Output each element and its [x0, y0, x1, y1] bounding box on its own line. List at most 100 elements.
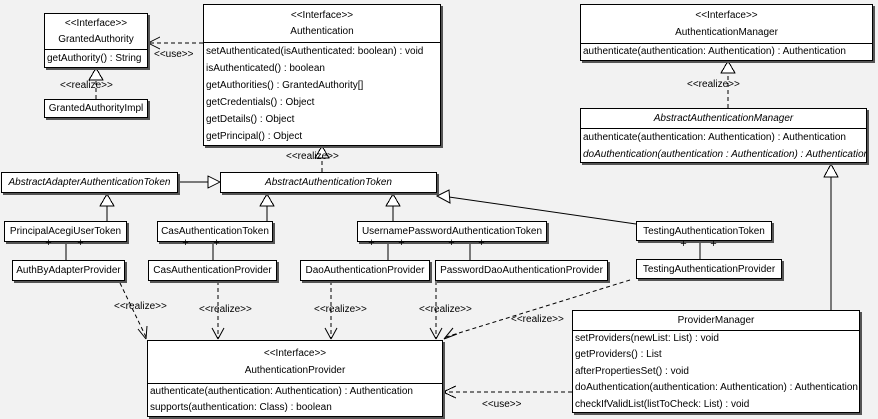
method-list: getAuthority() : String [45, 50, 147, 67]
edge-generalization-provider-manager [823, 162, 839, 310]
realize-label: <<realize>> [511, 314, 564, 325]
edge-generalization-usernamepassword-token [385, 193, 401, 221]
class-name: PasswordDaoAuthenticationProvider [440, 265, 603, 276]
method: authenticate(authentication: Authenticat… [583, 132, 846, 143]
class-granted-authority-impl: GrantedAuthorityImpl [44, 99, 148, 118]
method: getPrincipal() : Object [206, 131, 303, 142]
method: doAuthentication(authentication : Authen… [583, 149, 866, 160]
class-name: AuthenticationProvider [244, 365, 346, 377]
class-name: AbstractAdapterAuthenticationToken [8, 177, 171, 188]
stereotype-label: <<Interface>> [695, 10, 758, 22]
method: getDetails() : Object [206, 114, 295, 125]
class-name: CasAuthenticationProvider [153, 265, 272, 276]
multiplicity-label: + [680, 238, 687, 250]
method-list: authenticate(authentication: Authenticat… [581, 44, 872, 60]
realize-label: <<realize>> [60, 80, 113, 91]
class-abstract-authentication-manager: AbstractAuthenticationManager authentica… [580, 108, 867, 163]
edge-generalization-cas-token [259, 193, 275, 221]
class-authentication-manager: <<Interface>> AuthenticationManager auth… [580, 4, 873, 61]
realize-label: <<realize>> [687, 79, 740, 90]
edge-generalization-testing-token [435, 189, 637, 225]
realize-label: <<realize>> [314, 304, 367, 315]
stereotype-label: <<Interface>> [263, 347, 327, 359]
class-name: DaoAuthenticationProvider [305, 265, 425, 276]
edge-realize-authbyadapter-provider [119, 282, 148, 340]
class-name: AuthByAdapterProvider [16, 265, 121, 276]
class-header: <<Interface>> Authentication [204, 5, 440, 43]
multiplicity-label: + [448, 237, 455, 249]
use-label: <<use>> [154, 49, 194, 60]
stereotype-label: <<Interface>> [64, 18, 128, 30]
method: doAuthentication(authentication: Authent… [575, 382, 858, 394]
class-name: TestingAuthenticationProvider [642, 263, 776, 275]
edge-use-authentication-grantedauthority [146, 36, 203, 50]
method: authenticate(authentication: Authenticat… [583, 46, 846, 57]
class-password-dao-authentication-provider: PasswordDaoAuthenticationProvider [435, 260, 608, 281]
multiplicity-label: + [398, 237, 405, 249]
multiplicity-label: + [182, 237, 189, 249]
multiplicity-label: + [368, 237, 375, 249]
class-name: TestingAuthenticationToken [643, 225, 765, 237]
class-authentication: <<Interface>> Authentication setAuthenti… [203, 4, 441, 146]
class-header: <<Interface>> GrantedAuthority [45, 14, 147, 50]
method-list: setAuthenticated(isAuthenticated: boolea… [204, 43, 440, 145]
class-username-password-authentication-token: UsernamePasswordAuthenticationToken [357, 221, 547, 242]
method-list: authenticate(authentication: Authenticat… [148, 384, 442, 416]
method: setProviders(newList: List) : void [575, 333, 719, 344]
class-header: AbstractAuthenticationManager [581, 109, 866, 129]
class-header: ProviderManager [573, 311, 859, 331]
edge-realize-testing-provider [443, 279, 631, 340]
edge-realize-grantedauthorityimpl [88, 67, 104, 99]
edge-realize-passworddao-provider [429, 281, 443, 340]
method: getProviders() : List [575, 349, 662, 361]
class-auth-by-adapter-provider: AuthByAdapterProvider [12, 260, 125, 281]
method-list: setProviders(newList: List) : void getPr… [573, 331, 859, 412]
use-label: <<use>> [482, 399, 522, 410]
method: getCredentials() : Object [206, 97, 315, 108]
realize-label: <<realize>> [419, 304, 472, 315]
edge-realize-dao-provider [324, 281, 338, 340]
edge-generalization-principal-token [99, 193, 115, 221]
class-granted-authority: <<Interface>> GrantedAuthority getAuthor… [44, 13, 148, 68]
method-list: authenticate(authentication: Authenticat… [581, 129, 866, 162]
edge-realize-cas-provider [211, 281, 225, 340]
realize-label: <<realize>> [114, 301, 167, 312]
class-abstract-adapter-authentication-token: AbstractAdapterAuthenticationToken [1, 172, 178, 193]
class-provider-manager: ProviderManager setProviders(newList: Li… [572, 310, 860, 413]
edge-realize-abstractmanager-manager [720, 60, 736, 108]
class-name: UsernamePasswordAuthenticationToken [361, 226, 543, 237]
class-name: GrantedAuthority [58, 33, 134, 45]
class-name: ProviderManager [677, 315, 755, 326]
method: checkIfValidList(listToCheck: List) : vo… [575, 398, 750, 410]
edge-realize-abstracttoken-authentication [314, 145, 330, 172]
method: afterPropertiesSet() : void [575, 365, 689, 377]
class-testing-authentication-token: TestingAuthenticationToken [636, 221, 772, 241]
class-name: GrantedAuthorityImpl [48, 103, 144, 114]
edge-generalization-adapter-token [178, 175, 222, 189]
class-authentication-provider: <<Interface>> AuthenticationProvider aut… [147, 340, 443, 417]
class-testing-authentication-provider: TestingAuthenticationProvider [636, 259, 782, 279]
multiplicity-label: + [478, 237, 485, 249]
method: getAuthority() : String [47, 53, 142, 64]
class-name: Authentication [290, 26, 354, 37]
realize-label: <<realize>> [286, 151, 339, 162]
class-name: AbstractAuthenticationToken [265, 177, 392, 188]
method: setAuthenticated(isAuthenticated: boolea… [206, 46, 424, 57]
method: isAuthenticated() : boolean [206, 63, 325, 74]
class-principal-acegi-user-token: PrincipalAcegiUserToken [4, 221, 127, 242]
stereotype-label: <<Interface>> [290, 10, 354, 21]
class-abstract-authentication-token: AbstractAuthenticationToken [220, 172, 437, 193]
multiplicity-label: + [45, 237, 52, 249]
class-cas-authentication-token: CasAuthenticationToken [157, 221, 273, 242]
edge-use-providermanager-provider [441, 385, 572, 399]
class-dao-authentication-provider: DaoAuthenticationProvider [300, 260, 430, 281]
class-name: PrincipalAcegiUserToken [9, 226, 122, 237]
realize-label: <<realize>> [199, 304, 252, 315]
class-cas-authentication-provider: CasAuthenticationProvider [148, 260, 277, 281]
multiplicity-label: + [213, 237, 220, 249]
class-name: CasAuthenticationToken [161, 226, 269, 237]
class-header: <<Interface>> AuthenticationProvider [148, 341, 442, 384]
multiplicity-label: + [710, 238, 717, 250]
